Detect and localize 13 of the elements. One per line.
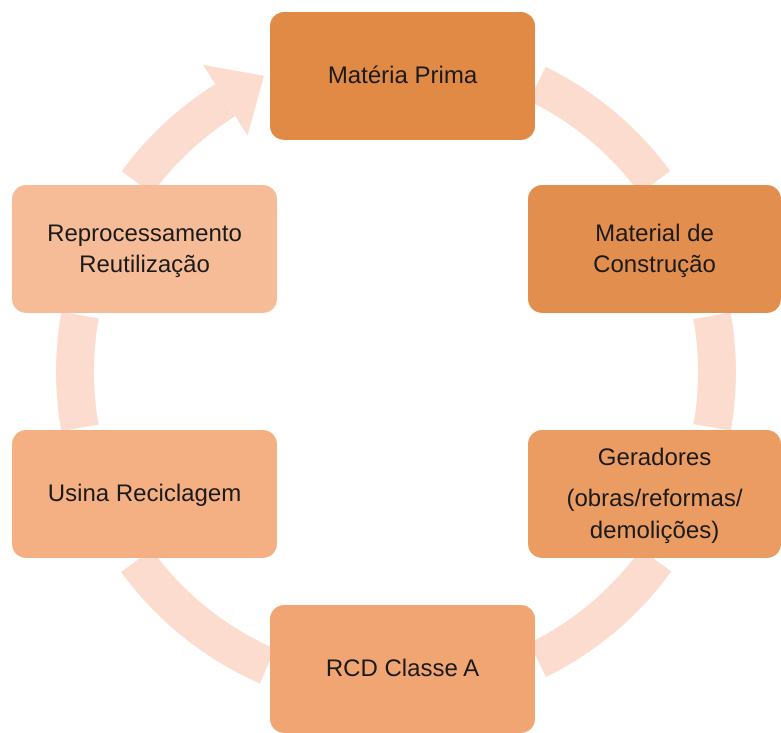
box-label: Geradores: [598, 443, 712, 474]
process-box: [270, 605, 535, 733]
box-label: Reprocessamento Reutilização: [46, 218, 243, 280]
box-label: Matéria Prima: [328, 61, 478, 92]
process-box: [12, 430, 277, 558]
process-box: [528, 430, 781, 558]
box-label: Usina Reciclagem: [48, 479, 242, 510]
process-box: [528, 185, 781, 313]
box-label: Material de Construção: [592, 218, 717, 280]
box-label: (obras/reformas/ demolições): [565, 484, 744, 546]
process-box: [270, 12, 535, 140]
box-label: RCD Classe A: [326, 654, 480, 684]
process-box: [12, 185, 277, 313]
